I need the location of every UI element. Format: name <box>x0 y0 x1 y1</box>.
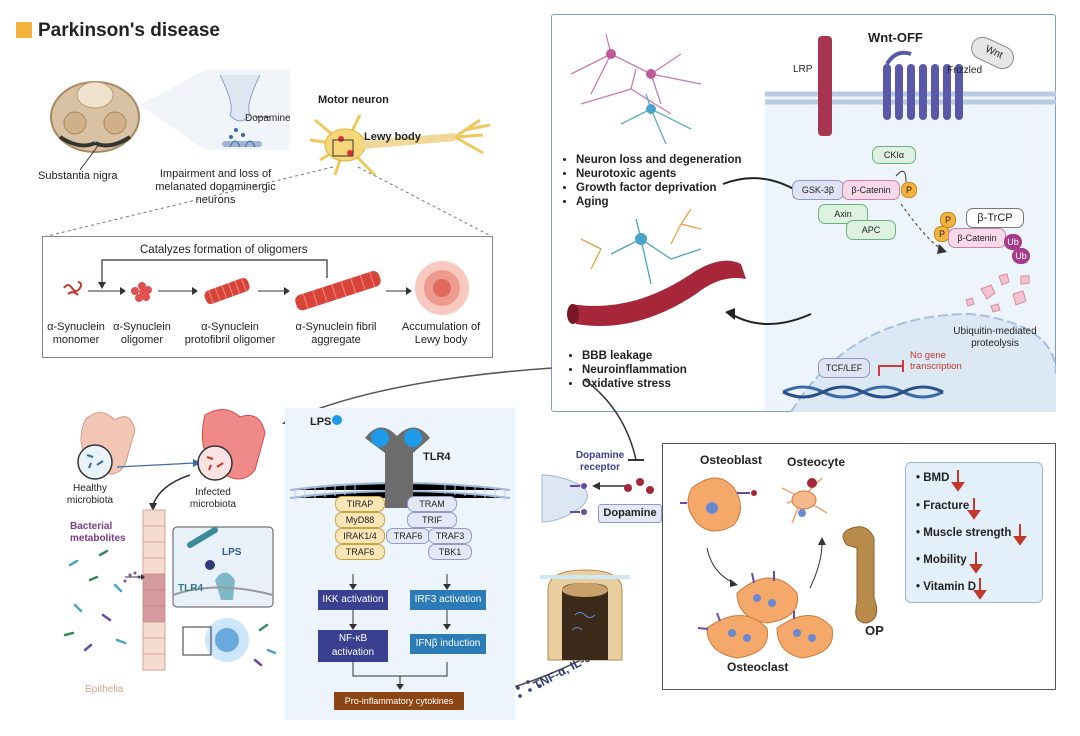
protein-beta-catenin: β-Catenin <box>842 180 900 200</box>
causes-list: Neuron loss and degeneration Neurotoxic … <box>562 153 742 209</box>
aggregation-box <box>42 236 493 358</box>
phospho-p: P <box>901 182 917 198</box>
label-tlr4: TLR4 <box>423 451 451 463</box>
protein-tcf-lef: TCF/LEF <box>818 358 870 378</box>
adaptor-tbk1: TBK1 <box>428 544 472 560</box>
label-osteoblast: Osteoblast <box>700 453 763 467</box>
effect-item: Neuroinflammation <box>582 363 687 377</box>
label-bacterial-metabolites: Bacterial metabolites <box>70 521 126 544</box>
label-dopamine: Dopamine <box>245 113 291 124</box>
brain-section-illustration <box>50 70 491 177</box>
protein-beta-catenin-2: β-Catenin <box>948 228 1006 248</box>
stage-monomer: α-Synuclein monomer <box>47 321 105 346</box>
stage-lewy-body: Accumulation of Lewy body <box>401 321 481 346</box>
op-label: Muscle strength <box>923 527 1012 539</box>
adaptor-tirap: TIRAP <box>335 496 385 512</box>
label-lps-zoom: LPS <box>222 547 242 558</box>
box-ifnb-induction: IFNβ induction <box>410 634 486 654</box>
label-impairment: Impairment and loss of melanated dopamin… <box>155 168 276 206</box>
label-osteocyte: Osteocyte <box>787 455 846 469</box>
label-lrp: LRP <box>793 64 813 75</box>
zoom-dashed-lines <box>42 166 494 238</box>
stage-protofibril: α-Synuclein protofibril oligomer <box>184 321 276 346</box>
title-square <box>16 22 32 38</box>
bone-cells-illustration <box>680 477 878 659</box>
box-ikk-activation: IKK activation <box>318 590 388 610</box>
label-frizzled: Frizzled <box>947 65 983 76</box>
adaptor-tram: TRAM <box>407 496 457 512</box>
op-item-vitamin-d: • Vitamin D <box>916 581 977 593</box>
label-healthy-microbiota: Healthy microbiota <box>66 483 114 506</box>
label-op: OP <box>865 623 884 638</box>
label-dopamine-badge: Dopamine <box>598 504 662 523</box>
label-lewy-body: Lewy body <box>364 131 421 143</box>
effects-list: BBB leakage Neuroinflammation Oxidative … <box>568 349 687 391</box>
protein-axin: Axin <box>818 204 868 224</box>
op-item-muscle-strength: • Muscle strength <box>916 527 1012 539</box>
label-osteoclast: Osteoclast <box>727 660 789 674</box>
label-proteolysis: Ubiquitin-mediated proteolysis <box>953 326 1037 349</box>
label-catalyzes: Catalyzes formation of oligomers <box>140 244 308 256</box>
label-epithelia: Epithelia <box>85 684 124 695</box>
adaptor-irak14: IRAK1/4 <box>335 528 385 544</box>
op-item-bmd: • BMD <box>916 472 950 484</box>
cause-item: Aging <box>576 195 742 209</box>
adaptor-traf3: TRAF3 <box>428 528 472 544</box>
adaptor-trif: TRIF <box>407 512 457 528</box>
ubiquitin-2: Ub <box>1012 248 1030 264</box>
gut-illustration <box>63 409 277 671</box>
label-infected-microbiota: Infected microbiota <box>189 487 237 510</box>
ubiquitin-1: Ub <box>1004 234 1022 250</box>
op-label: Mobility <box>923 554 967 566</box>
bone-crosssection-illustration <box>540 569 630 661</box>
op-item-fracture: • Fracture <box>916 500 970 512</box>
label-lps: LPS <box>310 416 332 428</box>
adaptor-traf6-right: TRAF6 <box>386 528 430 544</box>
label-substantia-nigra: Substantia nigra <box>38 170 118 182</box>
op-label: Fracture <box>923 500 970 512</box>
effect-item: BBB leakage <box>582 349 687 363</box>
stage-oligomer: α-Synuclein oligomer <box>113 321 171 346</box>
down-arrow-icons <box>951 470 1027 600</box>
label-dopamine-receptor: Dopamine receptor <box>575 450 625 473</box>
op-label: Vitamin D <box>923 581 977 593</box>
cause-item: Growth factor deprivation <box>576 181 742 195</box>
wnt-illustration <box>567 33 1056 412</box>
effect-item: Oxidative stress <box>582 377 687 391</box>
dopamine-receptor-illustration <box>541 474 654 523</box>
protein-btrcp: β-TrCP <box>966 208 1024 228</box>
bone-box <box>662 443 1056 690</box>
box-pro-inflammatory-cytokines: Pro-inflammatory cytokines <box>334 692 464 710</box>
label-motor-neuron: Motor neuron <box>318 94 389 106</box>
protein-apc: APC <box>846 220 896 240</box>
adaptor-myd88: MyD88 <box>335 512 385 528</box>
cause-item: Neurotoxic agents <box>576 167 742 181</box>
box-nfkb-activation: NF-κB activation <box>318 630 388 662</box>
protein-ckia: CKIα <box>872 146 916 164</box>
aggregation-illustration <box>63 259 469 315</box>
tlr4-illustration <box>289 415 511 690</box>
label-no-gene: No gene transcription <box>910 350 962 372</box>
stage-fibril: α-Synuclein fibril aggregate <box>295 321 377 346</box>
label-tlr4-zoom: TLR4 <box>178 583 203 594</box>
page-title: Parkinson's disease <box>38 20 220 41</box>
box-irf3-activation: IRF3 activation <box>410 590 486 610</box>
op-item-mobility: • Mobility <box>916 554 967 566</box>
cause-item: Neuron loss and degeneration <box>576 153 742 167</box>
adaptor-traf6-left: TRAF6 <box>335 544 385 560</box>
wnt-title: Wnt-OFF <box>868 30 923 45</box>
op-label: BMD <box>923 472 950 484</box>
